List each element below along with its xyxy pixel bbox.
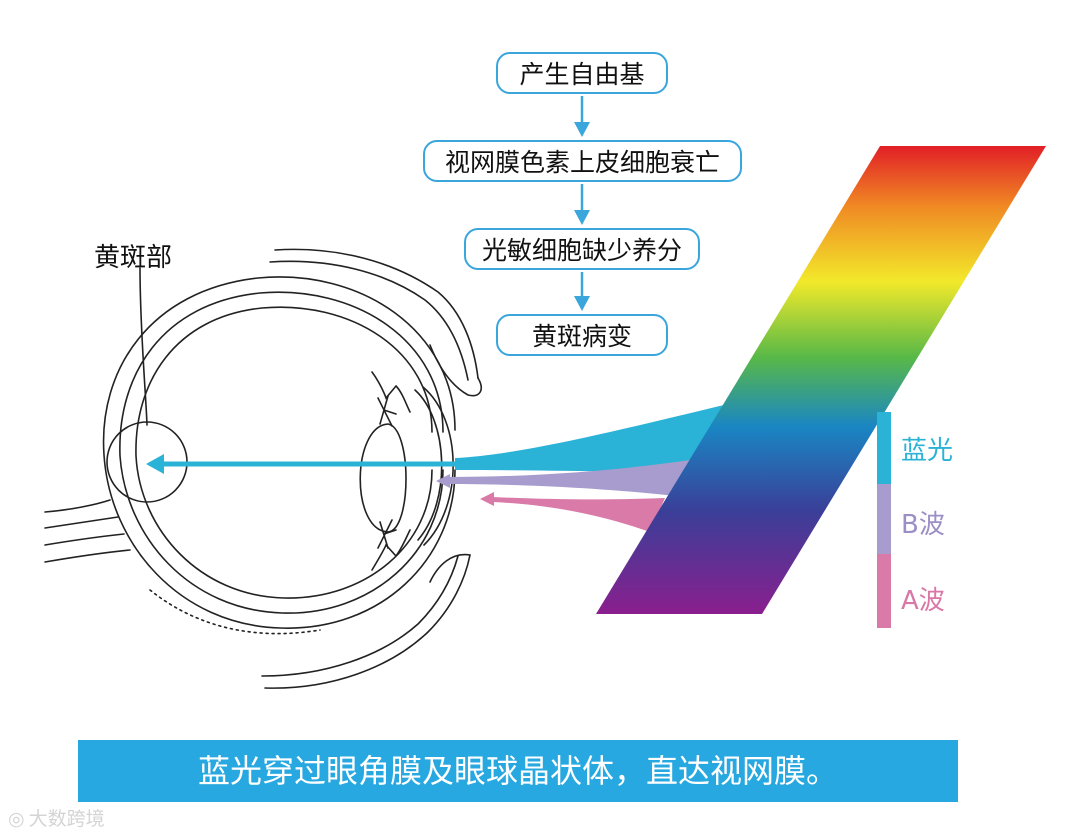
a-wave-beam <box>492 497 665 532</box>
legend-a-wave-label: A波 <box>901 586 945 616</box>
caption-banner: 蓝光穿过眼角膜及眼球晶状体，直达视网膜。 <box>78 740 958 802</box>
watermark: ◎大数跨境 <box>8 804 105 831</box>
flow-step-rpe-cell-death: 视网膜色素上皮细胞衰亡 <box>423 140 742 182</box>
caption-text: 蓝光穿过眼角膜及眼球晶状体，直达视网膜。 <box>197 752 838 790</box>
b-wave-beam <box>445 460 690 496</box>
macula-label: 黄斑部 <box>94 243 173 273</box>
flow-step-free-radicals: 产生自由基 <box>496 52 668 94</box>
legend-b-wave-swatch <box>877 484 891 554</box>
legend-blue-light-swatch <box>877 412 891 484</box>
light-spectrum-band <box>596 146 1046 614</box>
eye-illustration <box>44 248 482 689</box>
watermark-logo-icon: ◎ <box>8 808 25 830</box>
blue-light-arrowhead <box>146 454 164 474</box>
flowchart-arrows <box>574 96 590 311</box>
flow-step-macular-degeneration: 黄斑病变 <box>496 314 668 356</box>
watermark-text: 大数跨境 <box>28 808 105 830</box>
legend-a-wave-swatch <box>877 554 891 628</box>
flow-step-photoreceptor-nutrient-loss: 光敏细胞缺少养分 <box>464 228 700 270</box>
blue-light-beam <box>455 404 728 472</box>
b-wave-arrowhead <box>436 474 450 488</box>
a-wave-arrowhead <box>480 492 494 506</box>
legend-b-wave-label: B波 <box>901 510 945 540</box>
legend-blue-light-label: 蓝光 <box>901 436 954 466</box>
